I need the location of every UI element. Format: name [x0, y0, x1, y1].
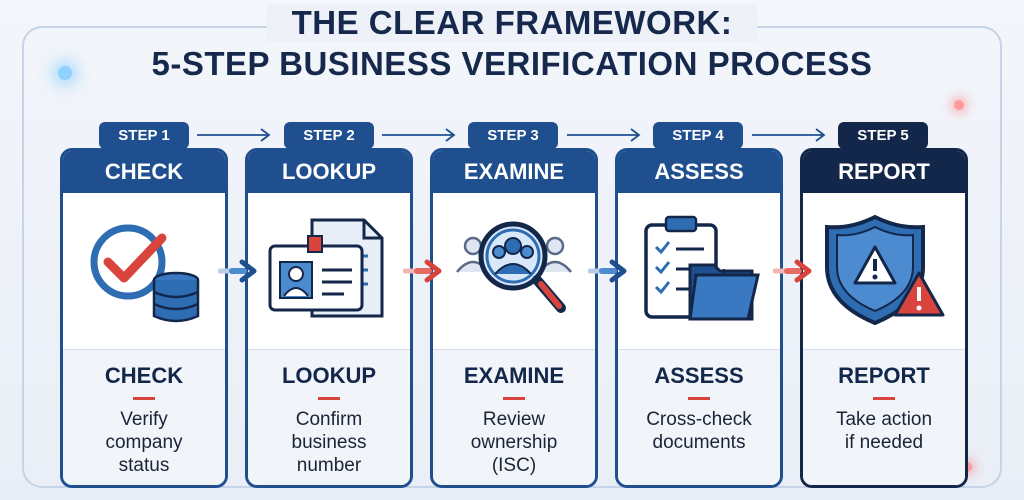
- step-badge-2: STEP 2: [284, 122, 374, 149]
- magnifier-people-icon: [433, 193, 595, 349]
- card-desc-line: Review: [482, 409, 546, 430]
- step-card-4: ASSESS ASSESS Cross-check documents: [615, 148, 783, 488]
- arrow-right-icon: [588, 259, 627, 283]
- card-description: Take action if needed: [803, 408, 965, 454]
- card-desc-line: Take action: [835, 409, 933, 430]
- clipboard-folder-icon: [618, 193, 780, 349]
- title-line-2: 5-STEP BUSINESS VERIFICATION PROCESS: [151, 45, 873, 82]
- glow-dot: [954, 100, 964, 110]
- red-divider: [503, 397, 525, 400]
- title-line-1: THE CLEAR FRAMEWORK:: [267, 4, 757, 42]
- card-desc-line: business: [291, 432, 367, 453]
- card-desc-line: number: [296, 455, 362, 476]
- flow-arrow-icon: [197, 128, 271, 142]
- red-divider: [688, 397, 710, 400]
- card-desc-line: if needed: [844, 432, 924, 453]
- card-footer: LOOKUP Confirm business number: [248, 349, 410, 485]
- card-description: Review ownership (ISC): [433, 408, 595, 477]
- checkmark-database-icon: [63, 193, 225, 349]
- flow-arrow-icon: [752, 128, 826, 142]
- card-footer: ASSESS Cross-check documents: [618, 349, 780, 485]
- step-card-1: CHECK CHECK Verify company status: [60, 148, 228, 488]
- card-footer: EXAMINE Review ownership (ISC): [433, 349, 595, 485]
- card-footer: REPORT Take action if needed: [803, 349, 965, 485]
- card-desc-line: Cross-check: [646, 409, 752, 430]
- step-badge-3: STEP 3: [468, 122, 558, 149]
- step-card-2: LOOKUP LOOKUP Confirm business number: [245, 148, 413, 488]
- red-divider: [133, 397, 155, 400]
- card-header: ASSESS: [618, 151, 780, 193]
- card-step-name: CHECK: [104, 363, 184, 388]
- red-divider: [873, 397, 895, 400]
- card-step-name: ASSESS: [654, 363, 744, 388]
- card-desc-line: documents: [652, 432, 746, 453]
- flow-arrow-icon: [382, 128, 456, 142]
- step-card-3: EXAMINE EXAMINE Review ownership (ISC): [430, 148, 598, 488]
- step-badge-4: STEP 4: [653, 122, 743, 149]
- flow-arrow-icon: [567, 128, 641, 142]
- arrow-right-icon: [218, 259, 257, 283]
- step-badge-1: STEP 1: [99, 122, 189, 149]
- id-card-document-icon: [248, 193, 410, 349]
- card-desc-line: Verify: [120, 409, 168, 430]
- step-badge-5: STEP 5: [838, 122, 928, 149]
- page-title: THE CLEAR FRAMEWORK: 5-STEP BUSINESS VER…: [0, 4, 1024, 86]
- card-step-name: EXAMINE: [463, 363, 565, 388]
- arrow-right-icon: [403, 259, 442, 283]
- card-desc-line: status: [118, 455, 170, 476]
- card-step-name: LOOKUP: [281, 363, 377, 388]
- step-card-5: REPORT REPORT Take action if needed: [800, 148, 968, 488]
- card-header: CHECK: [63, 151, 225, 193]
- card-header: LOOKUP: [248, 151, 410, 193]
- card-description: Verify company status: [63, 408, 225, 477]
- shield-warning-icon: [803, 193, 965, 349]
- card-header: REPORT: [803, 151, 965, 193]
- card-description: Cross-check documents: [618, 408, 780, 454]
- card-header: EXAMINE: [433, 151, 595, 193]
- card-desc-line: (ISC): [491, 455, 537, 476]
- card-footer: CHECK Verify company status: [63, 349, 225, 485]
- glow-dot: [58, 66, 72, 80]
- card-desc-line: Confirm: [295, 409, 363, 430]
- card-desc-line: ownership: [470, 432, 558, 453]
- arrow-right-icon: [773, 259, 812, 283]
- card-desc-line: company: [105, 432, 183, 453]
- card-description: Confirm business number: [248, 408, 410, 477]
- card-step-name: REPORT: [838, 363, 930, 388]
- red-divider: [318, 397, 340, 400]
